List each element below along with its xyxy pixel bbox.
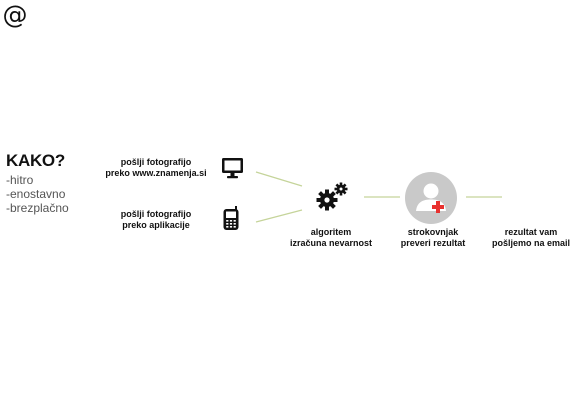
- gears-icon: [316, 182, 348, 211]
- submit-app-line2: preko aplikacije: [122, 220, 190, 230]
- result-line2: pošljemo na email: [491, 238, 570, 248]
- connector-app-to-algorithm: [255, 209, 303, 223]
- expert-label: strokovnjak preveri rezultat: [378, 227, 488, 249]
- submit-app-label: pošlji fotografijo preko aplikacije: [96, 209, 216, 231]
- expert-line2: preveri rezultat: [400, 238, 466, 248]
- monitor-icon: [222, 158, 243, 179]
- algorithm-line2: izračuna nevarnost: [289, 238, 373, 248]
- doctor-avatar-icon: [405, 172, 457, 224]
- mobile-phone-icon: [223, 206, 239, 230]
- page-heading: KAKO?: [6, 151, 65, 170]
- benefit-item: -brezplačno: [6, 201, 69, 215]
- algorithm-label: algoritem izračuna nevarnost: [276, 227, 386, 249]
- result-label: rezultat vam pošljemo na email: [476, 227, 570, 249]
- submit-web-label: pošlji fotografijo preko www.znamenja.si: [96, 157, 216, 179]
- benefit-item: -hitro: [6, 173, 34, 187]
- submit-web-line2: preko www.znamenja.si: [105, 168, 207, 178]
- benefits-list: -hitro -enostavno -brezplačno: [6, 173, 69, 215]
- result-line1: rezultat vam: [504, 227, 558, 237]
- at-sign-icon: @: [2, 0, 28, 29]
- connector-web-to-algorithm: [255, 171, 303, 187]
- medical-cross-icon: [432, 201, 444, 213]
- expert-line1: strokovnjak: [407, 227, 459, 237]
- submit-web-line1: pošlji fotografijo: [120, 157, 192, 167]
- benefit-item: -enostavno: [6, 187, 66, 201]
- submit-app-line1: pošlji fotografijo: [120, 209, 192, 219]
- algorithm-line1: algoritem: [310, 227, 352, 237]
